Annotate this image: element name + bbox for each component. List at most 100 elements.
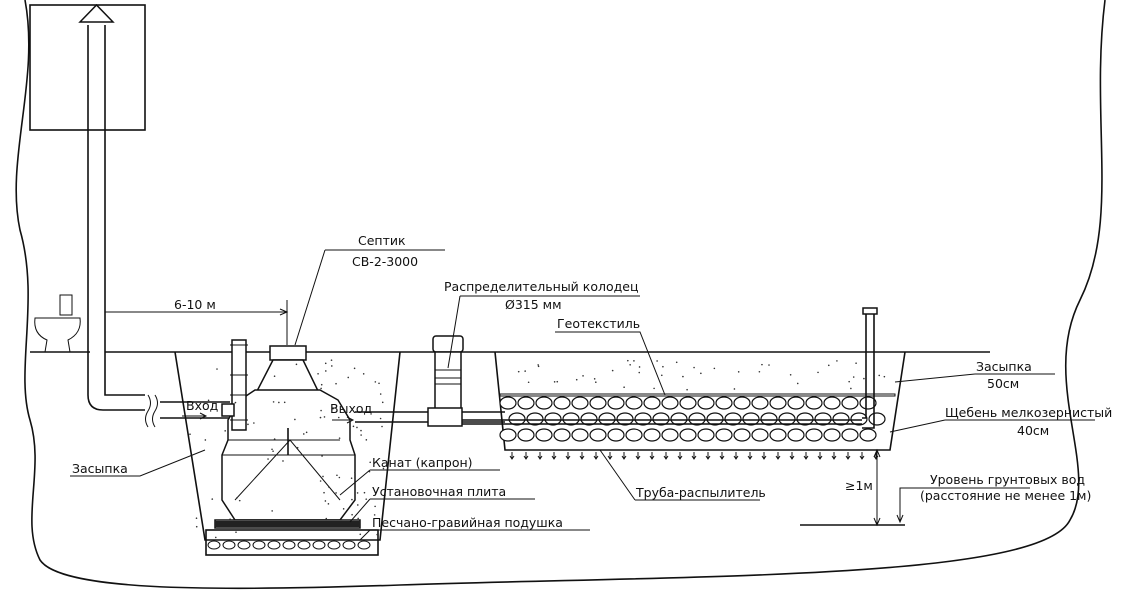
backfill-dot [693,366,695,369]
backfill-top-label: Засыпка [976,359,1032,374]
backfill-dot [282,460,284,462]
backfill-dot [863,377,865,380]
backfill-dot [374,381,377,383]
backfill-dot [379,417,382,420]
backfill-dot [338,437,341,439]
gravel-stone [562,412,580,426]
gravel-stone [823,396,841,410]
backfill-dot [675,361,678,364]
backfill-dot [235,531,237,533]
gravel-stone [499,396,517,410]
backfill-dot [295,363,298,366]
backfill-dot [638,366,641,368]
gravel-stone [841,428,859,442]
backfill-dot [633,360,635,362]
gravel-stone [679,396,697,410]
drip-arrow [635,452,641,460]
backfill-dot [330,359,333,361]
backfill-dot [360,429,362,432]
backfill-dot [327,503,330,505]
vent-arrow-icon [78,3,115,23]
septic-title-label: Септик [358,233,406,248]
cushion-stone [357,540,371,550]
backfill-dot [357,517,359,520]
gravel-stone [751,396,769,410]
backfill-dot [575,378,578,381]
drip-arrow [509,452,515,460]
gravel-stone [553,428,571,442]
backfill-dot [527,381,530,384]
gravel-stone [805,396,823,410]
backfill-dot [369,461,371,464]
backfill-dot [524,370,526,372]
backfill-dot [376,533,379,536]
backfill-dot [195,517,198,519]
backfill-dot [347,376,350,379]
backfill-dot [305,431,308,434]
backfill-dot [216,368,218,370]
backfill-dot [638,371,641,374]
drip-arrow [621,452,627,460]
backfill-dot [758,370,761,373]
backfill-dot [272,450,274,452]
backfill-dot [852,376,855,378]
rope-label: Канат (капрон) [372,455,473,470]
backfill-dot [247,423,249,426]
backfill-dot [272,401,275,403]
backfill-dot [211,498,214,500]
gravel-stone [625,396,643,410]
backfill-dot [537,365,540,368]
gravel-stone [715,396,733,410]
backfill-dot [627,359,629,362]
backfill-dot [214,536,217,539]
gravel-stone [697,396,715,410]
backfill-dot [662,365,664,368]
gravel-stone [778,412,796,426]
gravel-stone [832,412,850,426]
backfill-dot [378,382,380,385]
gravel-stone [814,412,832,426]
backfill-dot [324,362,327,365]
gravel-stone [733,428,751,442]
distribution-well-size-label: Ø315 мм [505,297,562,312]
inlet-flow-arrow [182,412,208,420]
distance-dimension [105,300,288,345]
backfill-dot [733,388,736,390]
groundwater-note-label: (расстояние не менее 1м) [920,488,1091,503]
gravel-stone [598,412,616,426]
vent-stack [87,25,145,411]
drip-arrow [859,452,865,460]
backfill-dot [325,370,327,372]
backfill-dot [817,371,819,374]
backfill-dot [273,438,276,440]
drip-arrow [565,452,571,460]
gravel-stone [643,428,661,442]
inlet-pipe [160,401,230,419]
backfill-dot [238,499,241,502]
geotextile-layer [499,393,896,397]
backfill-dot [379,393,382,395]
drip-arrow [663,452,669,460]
distribution-well-label: Распределительный колодец [444,279,638,294]
gravel-stone [607,396,625,410]
gravel-stone [706,412,724,426]
backfill-dot [278,401,280,404]
gravel-depth-label: 40см [1017,423,1049,438]
backfill-dot [365,439,368,441]
backfill-dot [235,497,238,499]
backfill-top-depth-label: 50см [987,376,1019,391]
backfill-dot [335,382,337,385]
inlet-label: Вход [186,398,218,413]
backfill-dot [350,477,353,480]
drip-arrow [775,452,781,460]
backfill-dot [234,401,237,404]
gravel-stone [859,428,877,442]
backfill-dot [582,375,584,377]
backfill-dot [713,367,716,370]
backfill-dot [319,416,322,419]
backfill-dot [362,373,365,375]
backfill-dot [319,480,322,482]
gravel-stone [517,396,535,410]
gravel-stone [751,428,769,442]
